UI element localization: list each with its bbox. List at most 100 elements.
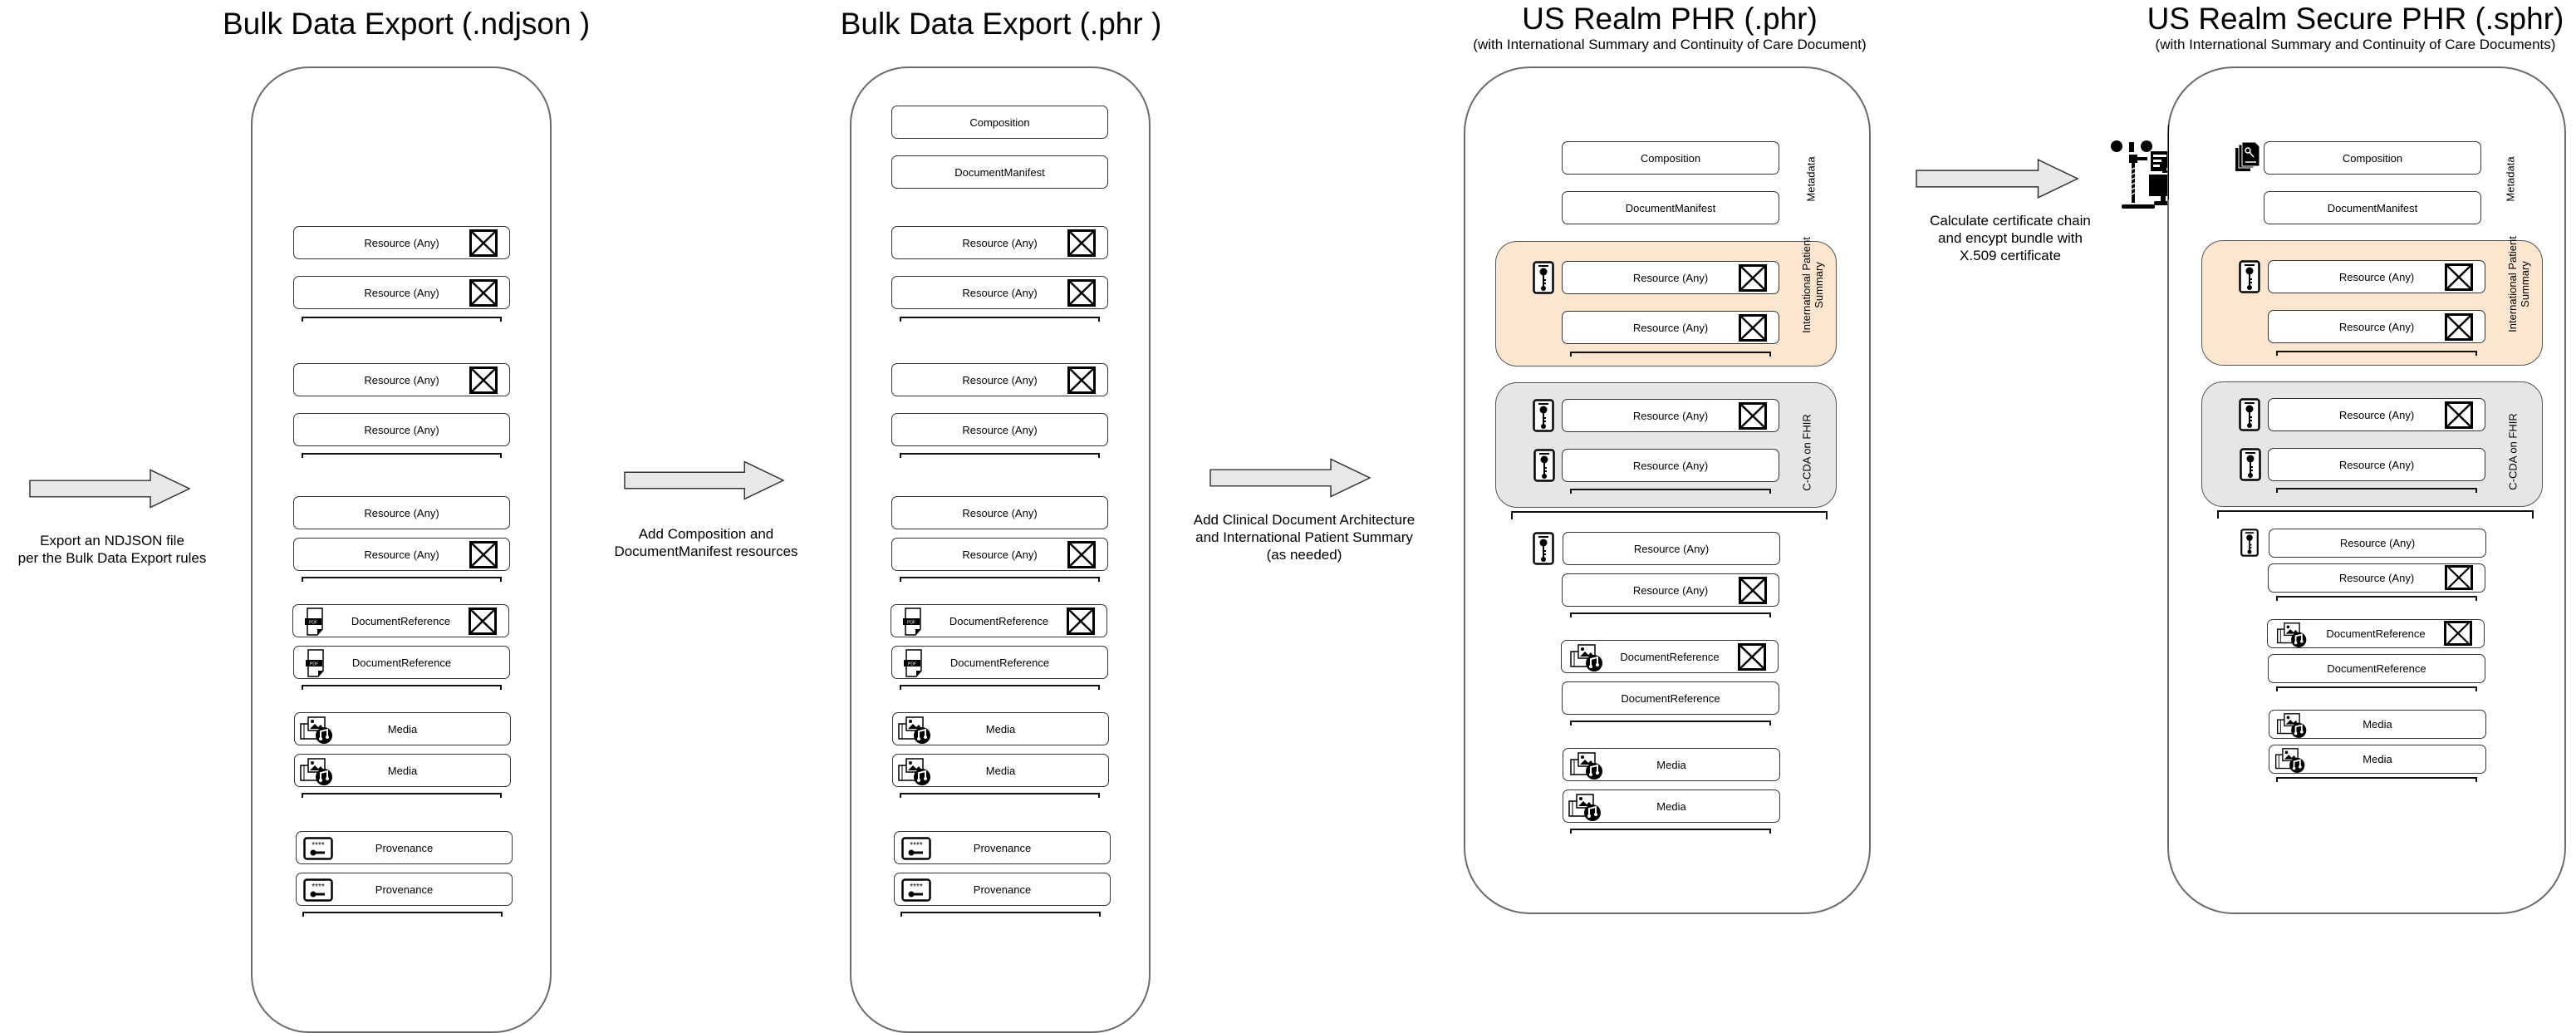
pdf-file-icon (305, 608, 325, 636)
document-reference-label: DocumentReference (351, 614, 451, 627)
resource-box[interactable]: Resource (Any) (2268, 310, 2485, 343)
key-badge-icon (2239, 529, 2260, 557)
media-box[interactable]: Media (2269, 710, 2486, 739)
resource-box[interactable]: Resource (Any) (2268, 563, 2485, 593)
media-box[interactable]: Media (294, 712, 511, 745)
resource-box[interactable]: Resource (Any) (1562, 449, 1779, 482)
ips-label-line2: Summary (2519, 261, 2531, 307)
document-reference-label: DocumentReference (1620, 650, 1720, 663)
step-1-caption: Export an NDJSON file per the Bulk Data … (0, 532, 224, 567)
media-label: Media (2363, 753, 2392, 765)
document-reference-label: DocumentReference (1621, 691, 1720, 705)
resource-box[interactable]: Resource (Any) (293, 413, 510, 446)
composition-label: Composition (2342, 151, 2403, 165)
resource-box[interactable]: Resource (Any) (891, 538, 1108, 571)
media-box[interactable]: Media (892, 712, 1109, 745)
resource-label: Resource (Any) (962, 548, 1038, 561)
document-manifest-box[interactable]: DocumentManifest (891, 155, 1108, 189)
panel-4-title: US Realm Secure PHR (.sphr) (2147, 2, 2564, 36)
password-key-icon (901, 837, 931, 860)
resource-box[interactable]: Resource (Any) (2269, 529, 2486, 558)
broken-image-x-icon (2445, 401, 2473, 429)
broken-image-x-icon (469, 366, 498, 394)
media-box[interactable]: Media (1563, 748, 1780, 781)
media-files-icon (2276, 622, 2308, 647)
resource-box[interactable]: Resource (Any) (1563, 532, 1780, 565)
panel-3-subtitle: (with International Summary and Continui… (1473, 37, 1867, 52)
group-bracket (302, 793, 502, 798)
resource-label: Resource (Any) (1632, 321, 1709, 334)
resource-label: Resource (Any) (1633, 542, 1710, 555)
step-4-caption-line1: Calculate certificate chain (1930, 213, 2091, 229)
key-badge-icon (2240, 448, 2261, 481)
broken-image-x-icon (1739, 314, 1767, 342)
password-key-icon (901, 878, 931, 902)
key-badge-icon (1533, 399, 1554, 432)
group-bracket (302, 685, 502, 690)
provenance-label: Provenance (375, 841, 434, 854)
resource-box[interactable]: Resource (Any) (293, 276, 510, 309)
provenance-box[interactable]: Provenance (894, 873, 1111, 906)
key-badge-icon (1533, 449, 1555, 482)
provenance-box[interactable]: Provenance (296, 831, 513, 864)
resource-box[interactable]: Resource (Any) (1562, 311, 1779, 344)
panel-4-subtitle: (with International Summary and Continui… (2155, 37, 2556, 52)
group-bracket (2276, 596, 2477, 601)
document-reference-box[interactable]: DocumentReference (293, 646, 510, 679)
resource-box[interactable]: Resource (Any) (891, 363, 1108, 396)
media-box[interactable]: Media (294, 754, 511, 787)
composition-box[interactable]: Composition (891, 106, 1108, 139)
media-files-icon (898, 716, 931, 744)
document-reference-box[interactable]: DocumentReference (292, 604, 509, 637)
resource-box[interactable]: Resource (Any) (891, 413, 1108, 446)
media-label: Media (1656, 799, 1686, 813)
step-1-arrow (28, 468, 191, 509)
pdf-file-icon (903, 608, 923, 636)
resource-box[interactable]: Resource (Any) (891, 496, 1108, 529)
resource-box[interactable]: Resource (Any) (2268, 448, 2485, 481)
resource-box[interactable]: Resource (Any) (293, 226, 510, 259)
broken-image-x-icon (1067, 229, 1096, 257)
composition-box[interactable]: Composition (1562, 141, 1779, 175)
resource-label: Resource (Any) (364, 423, 439, 436)
resource-label: Resource (Any) (1632, 583, 1709, 597)
document-reference-box[interactable]: DocumentReference (891, 604, 1107, 637)
resource-label: Resource (Any) (2339, 537, 2416, 549)
password-key-icon (303, 837, 333, 860)
media-box[interactable]: Media (892, 754, 1109, 787)
provenance-box[interactable]: Provenance (894, 831, 1111, 864)
media-label: Media (985, 764, 1016, 777)
resource-box[interactable]: Resource (Any) (293, 363, 510, 396)
key-badge-icon (2239, 260, 2260, 293)
resource-box[interactable]: Resource (Any) (1562, 573, 1779, 607)
resource-box[interactable]: Resource (Any) (293, 538, 510, 571)
document-reference-box[interactable]: DocumentReference (891, 646, 1108, 679)
group-bracket (1570, 721, 1771, 726)
group-bracket (2276, 351, 2477, 356)
media-box[interactable]: Media (2269, 745, 2486, 774)
resource-box[interactable]: Resource (Any) (2268, 398, 2485, 431)
document-manifest-box[interactable]: DocumentManifest (1562, 191, 1779, 224)
broken-image-x-icon (469, 608, 497, 635)
document-reference-box[interactable]: DocumentReference (2267, 619, 2485, 648)
step-1-caption-line2: per the Bulk Data Export rules (17, 550, 207, 566)
resource-box[interactable]: Resource (Any) (293, 496, 510, 529)
document-reference-box[interactable]: DocumentReference (2268, 654, 2485, 683)
resource-box[interactable]: Resource (Any) (891, 276, 1108, 309)
ccda-label: C-CDA on FHIR (2506, 413, 2520, 490)
password-key-icon (303, 878, 333, 902)
media-files-icon (1568, 793, 1602, 821)
document-reference-box[interactable]: DocumentReference (1561, 640, 1779, 673)
provenance-box[interactable]: Provenance (296, 873, 513, 906)
group-bracket (2217, 510, 2534, 519)
resource-box[interactable]: Resource (Any) (891, 226, 1108, 259)
media-box[interactable]: Media (1563, 790, 1780, 823)
resource-box[interactable]: Resource (Any) (2268, 260, 2485, 293)
step-2-arrow (623, 460, 785, 501)
document-reference-box[interactable]: DocumentReference (1562, 681, 1779, 715)
resource-box[interactable]: Resource (Any) (1562, 399, 1779, 432)
resource-box[interactable]: Resource (Any) (1562, 261, 1779, 294)
composition-box[interactable]: Composition (2264, 141, 2481, 175)
composition-label: Composition (969, 116, 1030, 129)
document-manifest-box[interactable]: DocumentManifest (2264, 191, 2481, 224)
